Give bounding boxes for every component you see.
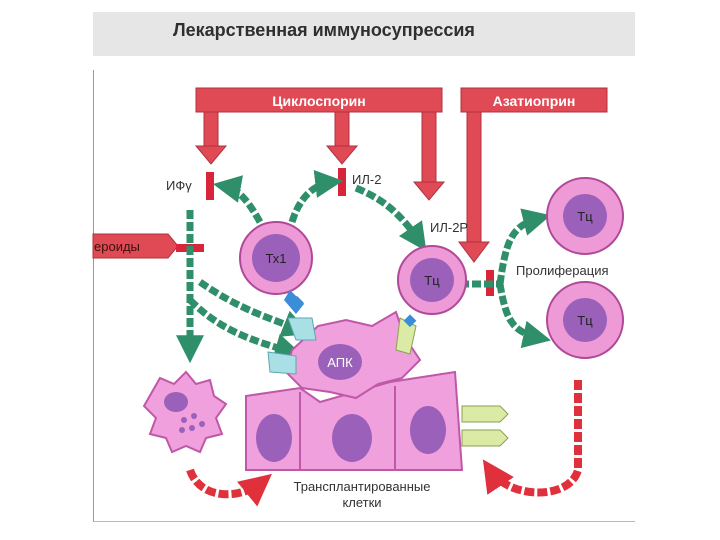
ifn-label: ИФγ	[166, 178, 192, 193]
transplant-label-line2: клетки	[342, 495, 381, 510]
tc-top-label: Тц	[577, 209, 593, 224]
steroids-inhibitor	[92, 233, 179, 259]
azathioprine-inhibitor	[458, 87, 608, 263]
tc-bottom-label: Тц	[577, 313, 593, 328]
green-signal-arrows	[176, 170, 551, 364]
title-bar	[93, 12, 635, 56]
tc-cell-bottom	[546, 281, 624, 359]
cyclosporin-label: Циклоспорин	[272, 93, 366, 109]
th1-cell	[239, 221, 313, 314]
il2-label: ИЛ-2	[352, 172, 381, 187]
tissue-receptors	[461, 405, 509, 447]
tc-cell-top	[546, 177, 624, 255]
proliferation-label: Пролиферация	[516, 263, 609, 278]
steroids-label: ероиды	[94, 239, 140, 254]
cytotoxic-arrows	[186, 380, 582, 507]
tc-label: Тц	[424, 273, 440, 288]
cyclosporin-inhibitor	[194, 87, 446, 201]
il2r-label: ИЛ-2Р	[430, 220, 468, 235]
azathioprine-label: Азатиоприн	[493, 93, 576, 109]
transplant-label-line1: Трансплантированные	[294, 479, 431, 494]
transplant-tissue	[245, 370, 464, 471]
page-title: Лекарственная иммуносупрессия	[173, 20, 475, 40]
apoptotic-cell	[142, 370, 228, 454]
th1-label: Тх1	[265, 251, 286, 266]
tc-cell	[397, 245, 467, 328]
apc-label: АПК	[327, 355, 353, 370]
apc-receptors	[267, 317, 317, 375]
apc-cell	[284, 310, 422, 400]
